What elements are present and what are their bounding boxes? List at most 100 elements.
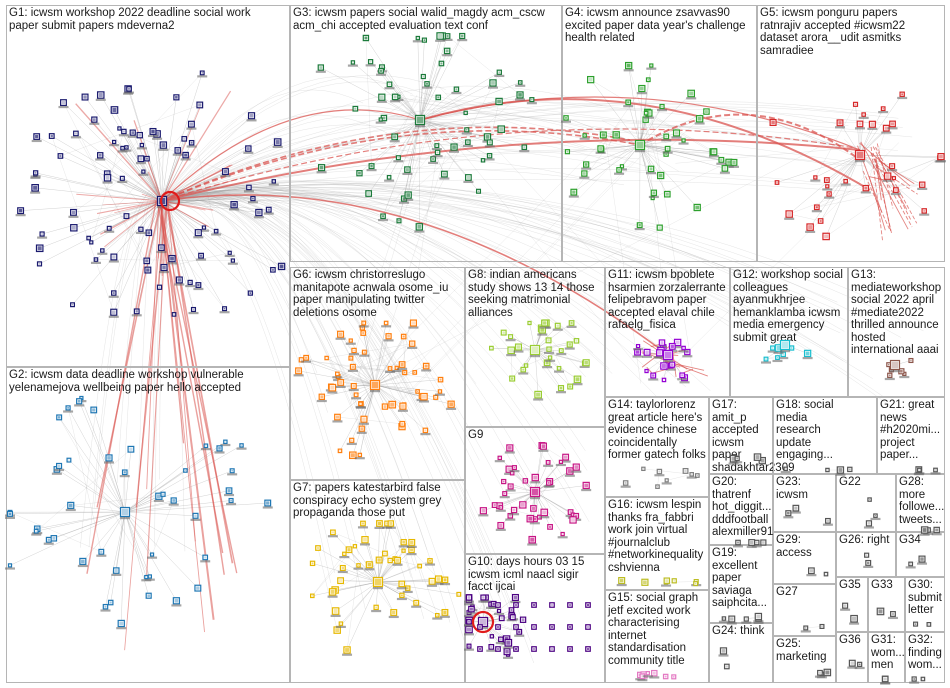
node-g9[interactable] xyxy=(557,531,568,539)
node-g7[interactable] xyxy=(345,546,353,554)
node-g8[interactable] xyxy=(566,320,577,328)
node-g10[interactable] xyxy=(486,643,497,652)
node-g1[interactable] xyxy=(31,133,42,143)
node-g6[interactable] xyxy=(381,403,389,410)
node-g3[interactable] xyxy=(487,79,498,89)
hub-node-g4[interactable] xyxy=(634,139,646,153)
node-g4[interactable] xyxy=(661,133,672,142)
node-g1[interactable] xyxy=(159,263,170,274)
node-g1[interactable] xyxy=(167,254,178,265)
node-g9[interactable] xyxy=(522,478,529,484)
node-g5[interactable] xyxy=(860,184,871,194)
node-g3[interactable] xyxy=(422,81,433,89)
node-g16[interactable] xyxy=(663,577,671,584)
node-g4[interactable] xyxy=(623,61,634,72)
node-g31[interactable] xyxy=(880,675,891,685)
node-g2[interactable] xyxy=(63,405,74,413)
node-g1[interactable] xyxy=(102,174,113,184)
node-g1[interactable] xyxy=(193,229,204,239)
node-g10[interactable] xyxy=(531,602,537,608)
node-g4[interactable] xyxy=(579,170,590,179)
node-g11[interactable] xyxy=(678,345,689,353)
node-g17[interactable] xyxy=(753,453,762,461)
node-g7[interactable] xyxy=(392,556,403,566)
node-g6[interactable] xyxy=(433,394,439,400)
node-g5[interactable] xyxy=(840,178,851,186)
node-g6[interactable] xyxy=(408,319,419,329)
node-g1[interactable] xyxy=(95,152,106,161)
node-g6[interactable] xyxy=(355,401,366,409)
node-g34[interactable] xyxy=(905,561,916,569)
node-g2[interactable] xyxy=(111,567,122,576)
node-g6[interactable] xyxy=(316,393,327,403)
node-g4[interactable] xyxy=(671,129,682,139)
node-g6[interactable] xyxy=(345,338,356,345)
node-g14[interactable] xyxy=(654,468,665,477)
node-g3[interactable] xyxy=(480,158,486,163)
node-g30[interactable] xyxy=(913,621,919,627)
node-g9[interactable] xyxy=(501,478,507,485)
node-g7[interactable] xyxy=(432,612,443,620)
node-g5[interactable] xyxy=(835,119,846,129)
node-g1[interactable] xyxy=(173,94,180,101)
node-g15[interactable] xyxy=(642,670,653,678)
hub-node-g7[interactable] xyxy=(372,576,384,590)
node-g1[interactable] xyxy=(30,170,41,178)
node-g10[interactable] xyxy=(585,624,591,630)
node-g1[interactable] xyxy=(68,208,79,218)
node-g13[interactable] xyxy=(908,357,914,364)
node-g1[interactable] xyxy=(48,133,55,139)
node-g2[interactable] xyxy=(96,548,107,557)
node-g3[interactable] xyxy=(390,93,401,103)
node-g1[interactable] xyxy=(144,266,152,274)
node-g4[interactable] xyxy=(564,149,571,155)
node-g6[interactable] xyxy=(402,369,408,376)
node-g6[interactable] xyxy=(359,349,370,357)
node-g6[interactable] xyxy=(358,320,369,328)
node-g28[interactable] xyxy=(919,526,930,536)
node-g11[interactable] xyxy=(677,372,688,381)
node-g33[interactable] xyxy=(876,607,885,616)
node-g4[interactable] xyxy=(657,171,665,180)
node-g2[interactable] xyxy=(74,398,85,407)
node-g3[interactable] xyxy=(484,152,495,161)
node-g6[interactable] xyxy=(349,347,360,356)
node-g5[interactable] xyxy=(878,106,889,114)
node-g4[interactable] xyxy=(657,103,668,112)
node-g4[interactable] xyxy=(636,84,647,95)
node-g9[interactable] xyxy=(569,516,577,524)
node-g6[interactable] xyxy=(407,340,418,349)
node-g10[interactable] xyxy=(513,602,519,608)
node-g1[interactable] xyxy=(243,184,254,193)
hub-node-g13[interactable] xyxy=(889,359,901,373)
hub-node-g8[interactable] xyxy=(529,344,541,358)
node-g12[interactable] xyxy=(761,356,772,364)
node-g4[interactable] xyxy=(703,108,710,115)
node-g1[interactable] xyxy=(15,207,26,217)
node-g2[interactable] xyxy=(147,552,158,559)
node-g4[interactable] xyxy=(719,165,730,174)
node-g3[interactable] xyxy=(457,32,468,42)
node-g1[interactable] xyxy=(277,262,286,271)
node-g6[interactable] xyxy=(397,402,408,412)
node-g4[interactable] xyxy=(693,203,701,212)
node-g1[interactable] xyxy=(247,195,258,204)
node-g10[interactable] xyxy=(549,646,555,652)
node-g14[interactable] xyxy=(641,466,646,472)
node-g5[interactable] xyxy=(805,223,816,233)
node-g23[interactable] xyxy=(790,504,801,514)
node-g13[interactable] xyxy=(884,372,895,381)
node-g11[interactable] xyxy=(669,361,676,368)
node-g9[interactable] xyxy=(555,459,566,467)
node-g10[interactable] xyxy=(510,593,521,604)
node-g7[interactable] xyxy=(357,520,368,529)
node-g11[interactable] xyxy=(633,343,644,351)
node-g6[interactable] xyxy=(327,383,338,394)
node-g7[interactable] xyxy=(440,576,451,586)
hub-node-g5[interactable] xyxy=(854,149,866,163)
node-g9[interactable] xyxy=(509,506,520,516)
hub-node-g3[interactable] xyxy=(414,114,426,128)
node-g7[interactable] xyxy=(310,593,315,599)
node-g1[interactable] xyxy=(188,306,199,315)
node-g1[interactable] xyxy=(263,206,274,215)
